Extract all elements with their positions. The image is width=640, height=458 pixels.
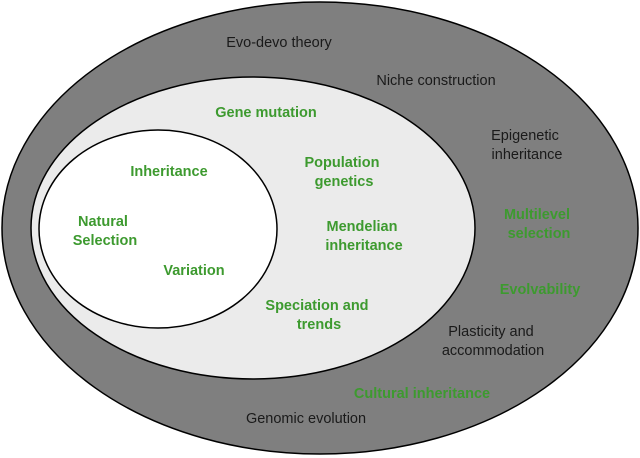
inner-ellipse-darwinism xyxy=(38,129,278,329)
label-epigenetic-inheritance: Epigenetic inheritance xyxy=(491,128,563,163)
label-population-genetics: Population genetics xyxy=(305,155,384,190)
label-niche-construction: Niche construction xyxy=(376,73,495,89)
label-natural-selection: Natural Selection xyxy=(73,214,137,249)
label-multilevel-selection: Multilevel selection xyxy=(504,207,574,242)
label-evolvability: Evolvability xyxy=(500,282,581,298)
label-genomic-evolution: Genomic evolution xyxy=(246,411,366,427)
label-gene-mutation: Gene mutation xyxy=(215,105,317,121)
label-variation: Variation xyxy=(163,263,224,279)
label-inheritance: Inheritance xyxy=(130,164,207,180)
label-speciation-trends: Speciation and trends xyxy=(265,298,372,333)
label-plasticity-accommodation: Plasticity and accommodation xyxy=(442,324,544,359)
label-cultural-inheritance: Cultural inheritance xyxy=(354,386,490,402)
label-mendelian-inheritance: Mendelian inheritance xyxy=(325,219,402,254)
label-evo-devo-theory: Evo-devo theory xyxy=(226,35,332,51)
